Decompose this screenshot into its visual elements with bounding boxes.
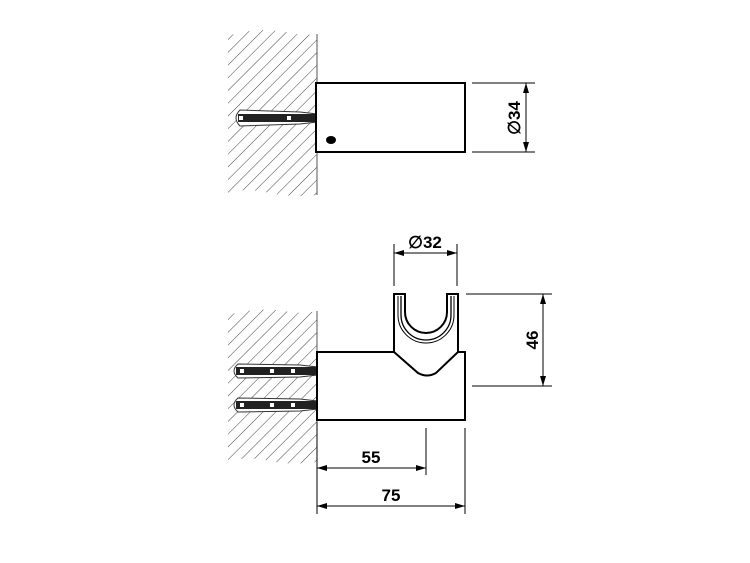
- wall-anchor: [235, 109, 318, 127]
- holder-body: [316, 351, 466, 421]
- diameter-label: ∅34: [505, 101, 524, 135]
- wall-section-bottom: [228, 309, 317, 464]
- wall-anchor-upper: [233, 363, 318, 379]
- diameter-dimension: [472, 82, 535, 153]
- offset-dimension: [316, 422, 466, 514]
- side-view: ∅32 46 55 75: [228, 233, 552, 514]
- hose-clip: [393, 293, 459, 352]
- offset-label: 55: [362, 448, 381, 467]
- total-depth-label: 75: [382, 486, 401, 505]
- clip-diameter-label: ∅32: [408, 233, 442, 252]
- top-view: ∅34: [228, 30, 535, 197]
- height-label: 46: [523, 331, 542, 350]
- wall-anchor-lower: [233, 397, 318, 413]
- clip-diameter-dimension: [393, 244, 458, 286]
- set-screw-dot: [326, 136, 336, 144]
- height-dimension: [466, 293, 552, 387]
- cylinder-body: [315, 82, 466, 153]
